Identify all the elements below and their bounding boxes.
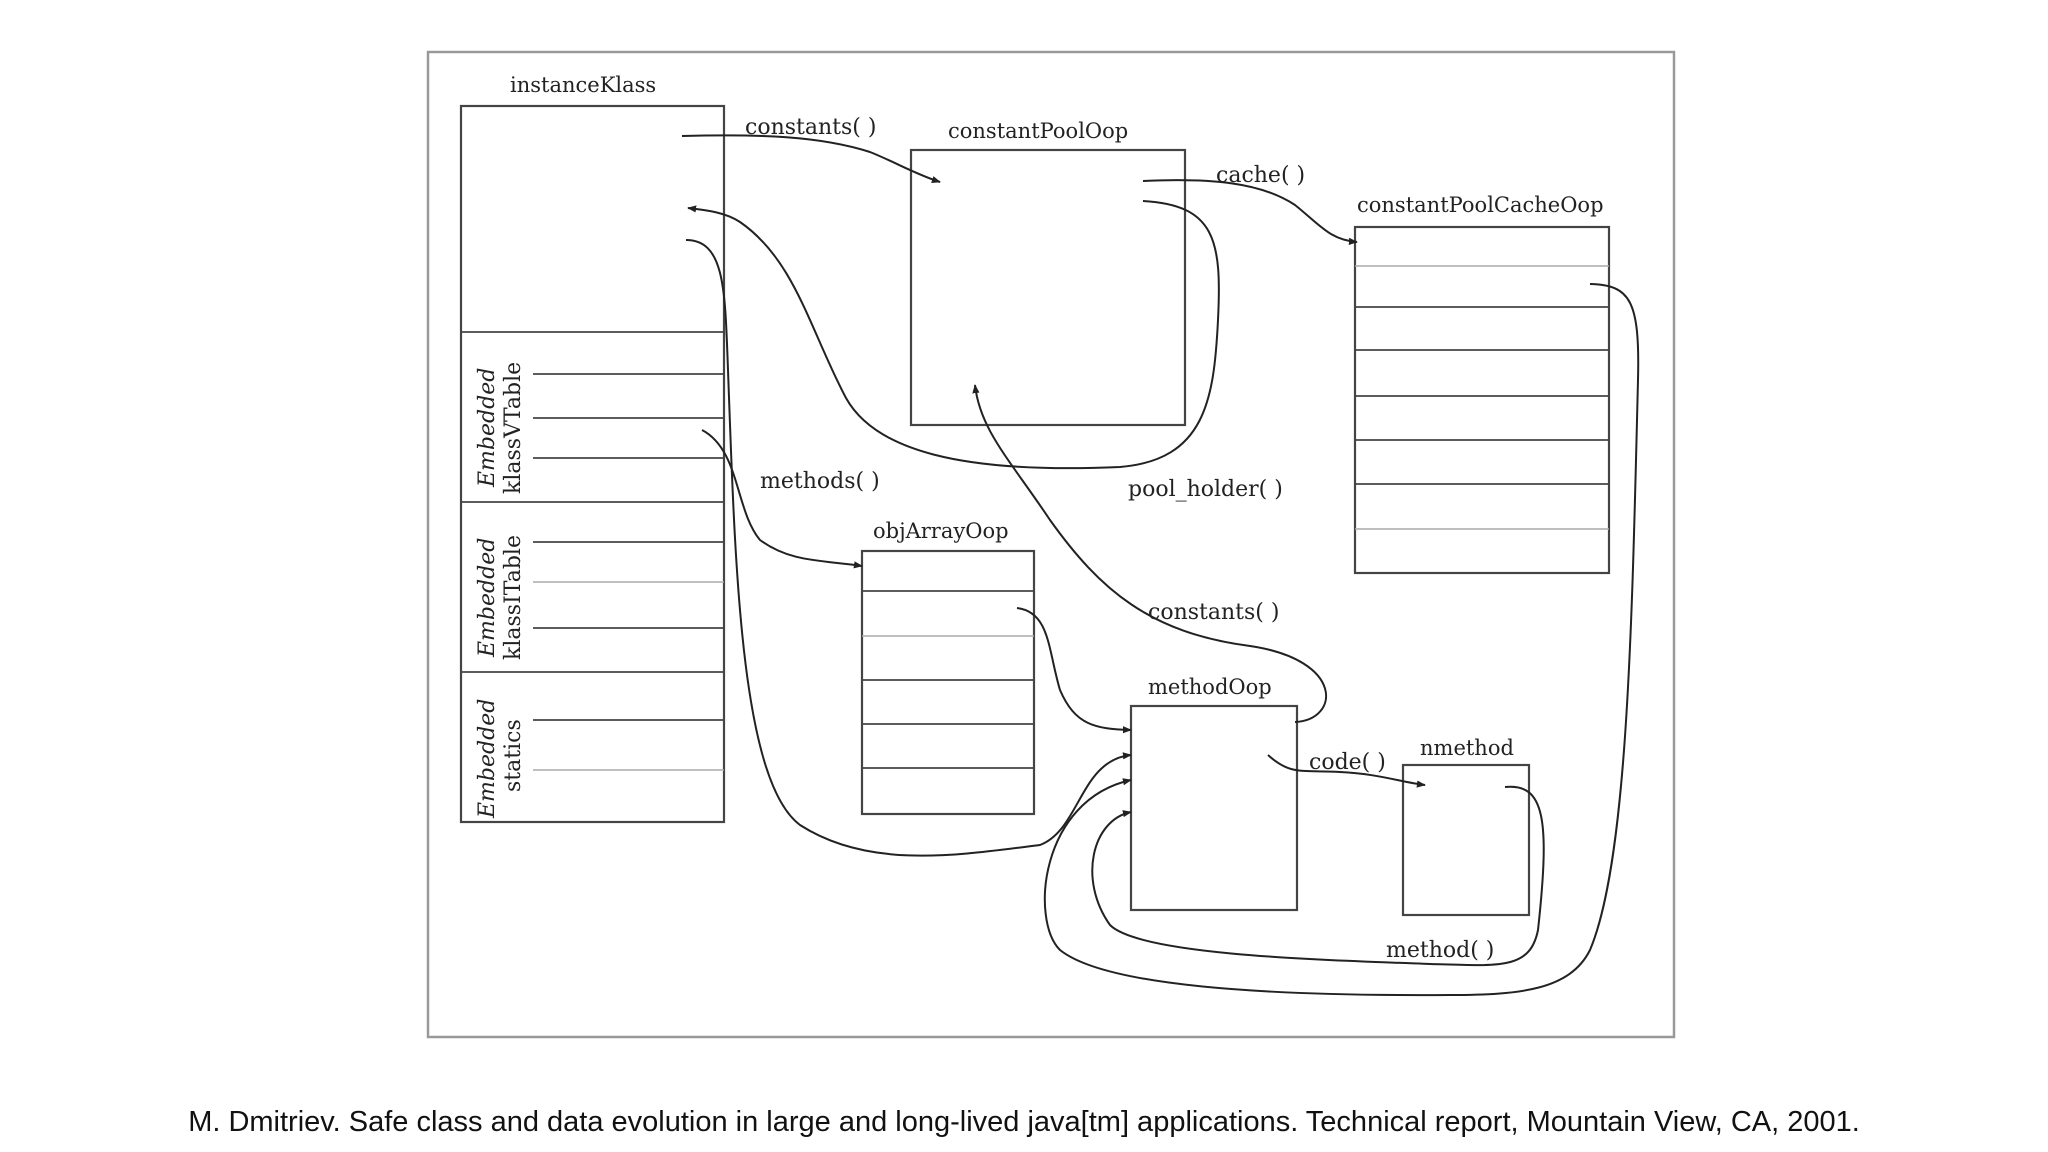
obj-array-oop-box (860, 549, 1036, 816)
cache-method-arrow (1043, 283, 1640, 997)
citation-caption: M. Dmitriev. Safe class and data evoluti… (188, 1106, 1860, 1138)
itable-label-line1: Embedded (475, 538, 500, 658)
klass-method-arrow (685, 239, 1132, 857)
constant-pool-oop-title: constantPoolOop (948, 119, 1128, 143)
method-oop-box (1129, 704, 1299, 912)
vtable-label-line2: klassVTable (501, 362, 526, 494)
edge-label-pool-holder: pool_holder( ) (1128, 477, 1283, 502)
instance-klass-box (459, 104, 726, 824)
nmethod-title: nmethod (1420, 736, 1514, 760)
edge-label-method: method( ) (1386, 938, 1494, 963)
nmethod-box (1401, 763, 1531, 917)
instance-klass-title: instanceKlass (510, 73, 656, 97)
obj-array-oop-node: objArrayOop (860, 519, 1036, 816)
edge-label-constants: constants( ) (745, 115, 876, 140)
edge-label-cache: cache( ) (1216, 163, 1305, 188)
edge-label-code: code( ) (1309, 750, 1386, 775)
cache-arrow (1142, 179, 1358, 245)
constant-pool-cache-oop-title: constantPoolCacheOop (1357, 193, 1604, 217)
methods-arrow (701, 429, 863, 569)
obj-array-oop-title: objArrayOop (873, 519, 1009, 543)
nmethod-node: nmethod (1401, 736, 1531, 917)
method-oop-title: methodOop (1148, 675, 1272, 699)
constant-pool-oop-node: constantPoolOop (909, 119, 1187, 427)
code-arrow (1267, 754, 1426, 788)
itable-label-line2: klassITable (501, 535, 526, 660)
constant-pool-oop-box (909, 148, 1187, 427)
method-arrow (1091, 785, 1545, 967)
edge-label-method-constants: constants( ) (1148, 600, 1279, 625)
pool-holder-arrow (687, 200, 1220, 470)
constants-arrow (681, 134, 941, 183)
method-oop-node: methodOop (1129, 675, 1299, 912)
statics-label-line2: statics (501, 719, 526, 792)
instance-klass-node: instanceKlass Embedded klassVTable Embed… (459, 73, 726, 824)
vtable-label-line1: Embedded (475, 368, 500, 488)
edge-label-methods: methods( ) (760, 469, 880, 494)
constant-pool-cache-oop-box (1353, 225, 1611, 575)
array-element-arrow (1016, 607, 1132, 734)
constant-pool-cache-oop-node: constantPoolCacheOop (1353, 193, 1611, 575)
method-constants-arrow (972, 384, 1327, 723)
statics-label-line1: Embedded (475, 699, 500, 819)
